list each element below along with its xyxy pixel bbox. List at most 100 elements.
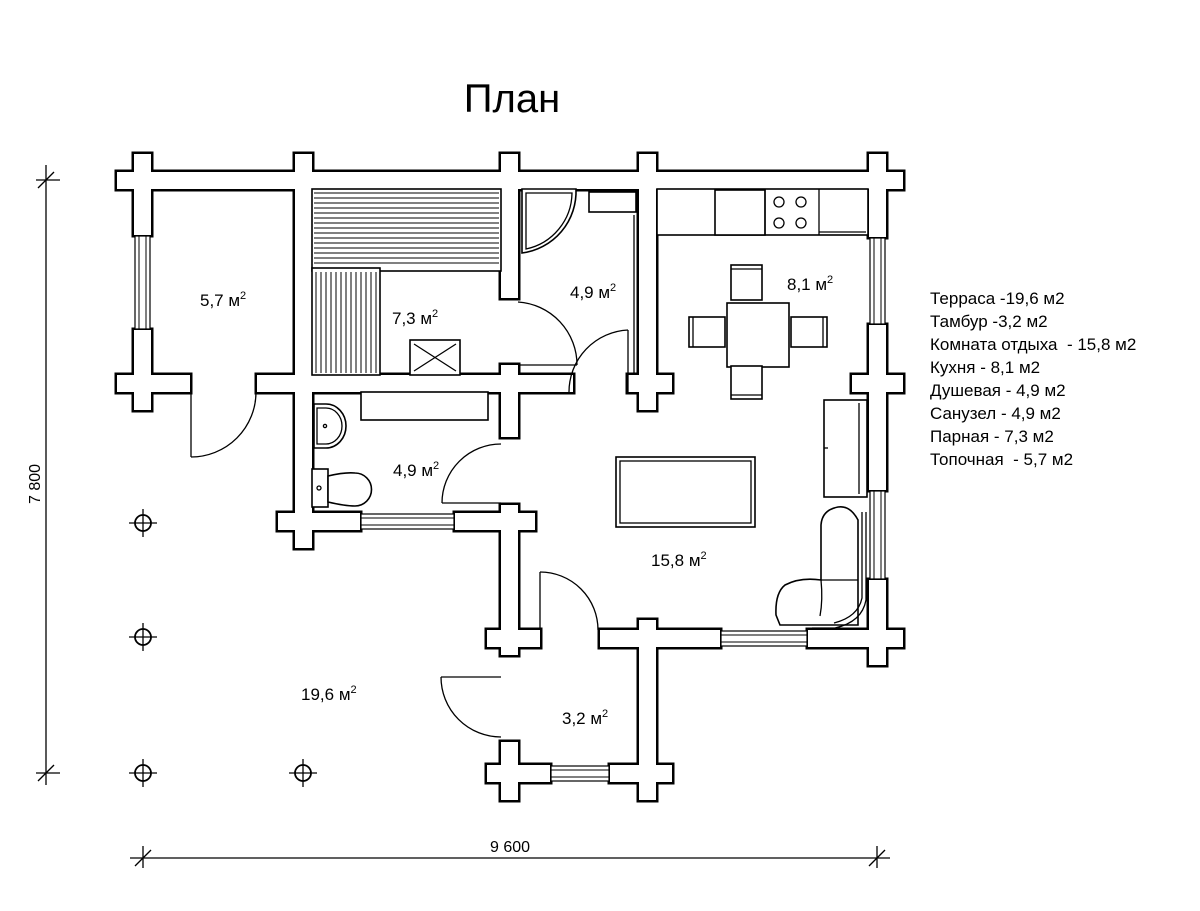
wall: [610, 765, 672, 782]
kitchen-counter: [656, 188, 869, 236]
legend-item: Душевая - 4,9 м2: [930, 381, 1066, 400]
door-bathroom[interactable]: [441, 443, 502, 504]
area-unit: м: [689, 551, 701, 570]
window: [720, 630, 808, 647]
area-exponent: 2: [602, 708, 608, 720]
wall: [501, 505, 518, 655]
wall: [487, 630, 540, 647]
area-exponent: 2: [433, 460, 439, 472]
post-icon: [289, 759, 317, 787]
terrace-posts: [129, 509, 317, 787]
bathroom-bench: [360, 391, 489, 421]
room-legend: Терраса -19,6 м2 Тамбур -3,2 м2 Комната от…: [930, 289, 1136, 469]
wall: [487, 765, 550, 782]
area-value: 8,1: [787, 275, 815, 294]
dimension-height: 7 800: [27, 165, 60, 785]
window: [869, 490, 886, 580]
area-unit: м: [590, 709, 602, 728]
area-value: 7,3: [392, 309, 420, 328]
area-value: 19,6: [301, 685, 339, 704]
dimension-width: 9 600: [130, 839, 890, 868]
sink-icon: [313, 403, 347, 449]
area-value: 4,9: [570, 283, 598, 302]
coffee-table: [615, 456, 756, 528]
legend-item: Кухня - 8,1 м2: [930, 358, 1040, 377]
wall: [278, 513, 360, 530]
room-area-label: 19,6 м2: [301, 684, 357, 704]
window: [360, 513, 455, 530]
width-dimension-label: 9 600: [490, 839, 530, 856]
wall: [600, 630, 720, 647]
wall: [295, 154, 312, 548]
area-exponent: 2: [240, 290, 246, 302]
area-unit: м: [815, 275, 827, 294]
area-value: 15,8: [651, 551, 689, 570]
room-area-label: 15,8 м2: [651, 550, 707, 570]
wall: [869, 580, 886, 665]
window: [134, 235, 151, 330]
area-value: 4,9: [393, 461, 421, 480]
post-icon: [129, 759, 157, 787]
sauna-bench-lower: [311, 267, 381, 376]
area-exponent: 2: [827, 274, 833, 286]
room-area-label: 7,3 м2: [392, 308, 438, 328]
legend-item: Тамбур -3,2 м2: [930, 312, 1048, 331]
room-area-label: 3,2 м2: [562, 708, 608, 728]
area-unit: м: [228, 291, 240, 310]
area-unit: м: [421, 461, 433, 480]
door-tambur-living[interactable]: [539, 571, 599, 631]
wall: [852, 375, 903, 392]
room-area-label: 4,9 м2: [570, 282, 616, 302]
area-exponent: 2: [701, 550, 707, 562]
door-steam-room[interactable]: [517, 301, 578, 366]
area-exponent: 2: [351, 684, 357, 696]
door-entrance[interactable]: [440, 676, 502, 738]
legend-item: Терраса -19,6 м2: [930, 289, 1065, 308]
area-value: 3,2: [562, 709, 590, 728]
wall: [501, 154, 518, 298]
post-icon: [129, 623, 157, 651]
windows: [134, 235, 886, 782]
room-area-label: 5,7 м2: [200, 290, 246, 310]
wall: [134, 154, 151, 235]
wall: [134, 330, 151, 410]
wall: [869, 154, 886, 237]
wall: [117, 375, 190, 392]
cooktop-icon: [773, 196, 807, 229]
wall: [501, 365, 518, 437]
wall: [639, 154, 656, 410]
walls: [117, 154, 903, 800]
toilet-icon: [311, 468, 373, 508]
dining-table: [726, 302, 790, 368]
window: [550, 765, 610, 782]
window: [869, 237, 886, 325]
corner-sofa-icon: [775, 505, 867, 629]
area-unit: м: [339, 685, 351, 704]
door-boiler-room[interactable]: [190, 391, 257, 458]
legend-item: Парная - 7,3 м2: [930, 427, 1054, 446]
height-dimension-label: 7 800: [27, 464, 44, 504]
wall: [869, 325, 886, 490]
post-icon: [129, 509, 157, 537]
chair-icon: [688, 264, 828, 400]
cabinet: [823, 399, 868, 498]
wall: [628, 375, 672, 392]
shower-cabin-icon: [521, 188, 577, 254]
area-value: 5,7: [200, 291, 228, 310]
legend-item: Санузел - 4,9 м2: [930, 404, 1061, 423]
plan-title: План: [464, 77, 560, 121]
wall: [455, 513, 535, 530]
shower-shelf: [588, 191, 637, 213]
door-shower[interactable]: [568, 329, 629, 393]
legend-item: Комната отдыха - 15,8 м2: [930, 335, 1136, 354]
sauna-stove-icon: [409, 339, 461, 376]
area-exponent: 2: [610, 282, 616, 294]
legend-item: Топочная - 5,7 м2: [930, 450, 1073, 469]
wall: [639, 620, 656, 800]
room-area-label: 4,9 м2: [393, 460, 439, 480]
wall: [257, 375, 573, 392]
area-exponent: 2: [432, 308, 438, 320]
area-unit: м: [598, 283, 610, 302]
